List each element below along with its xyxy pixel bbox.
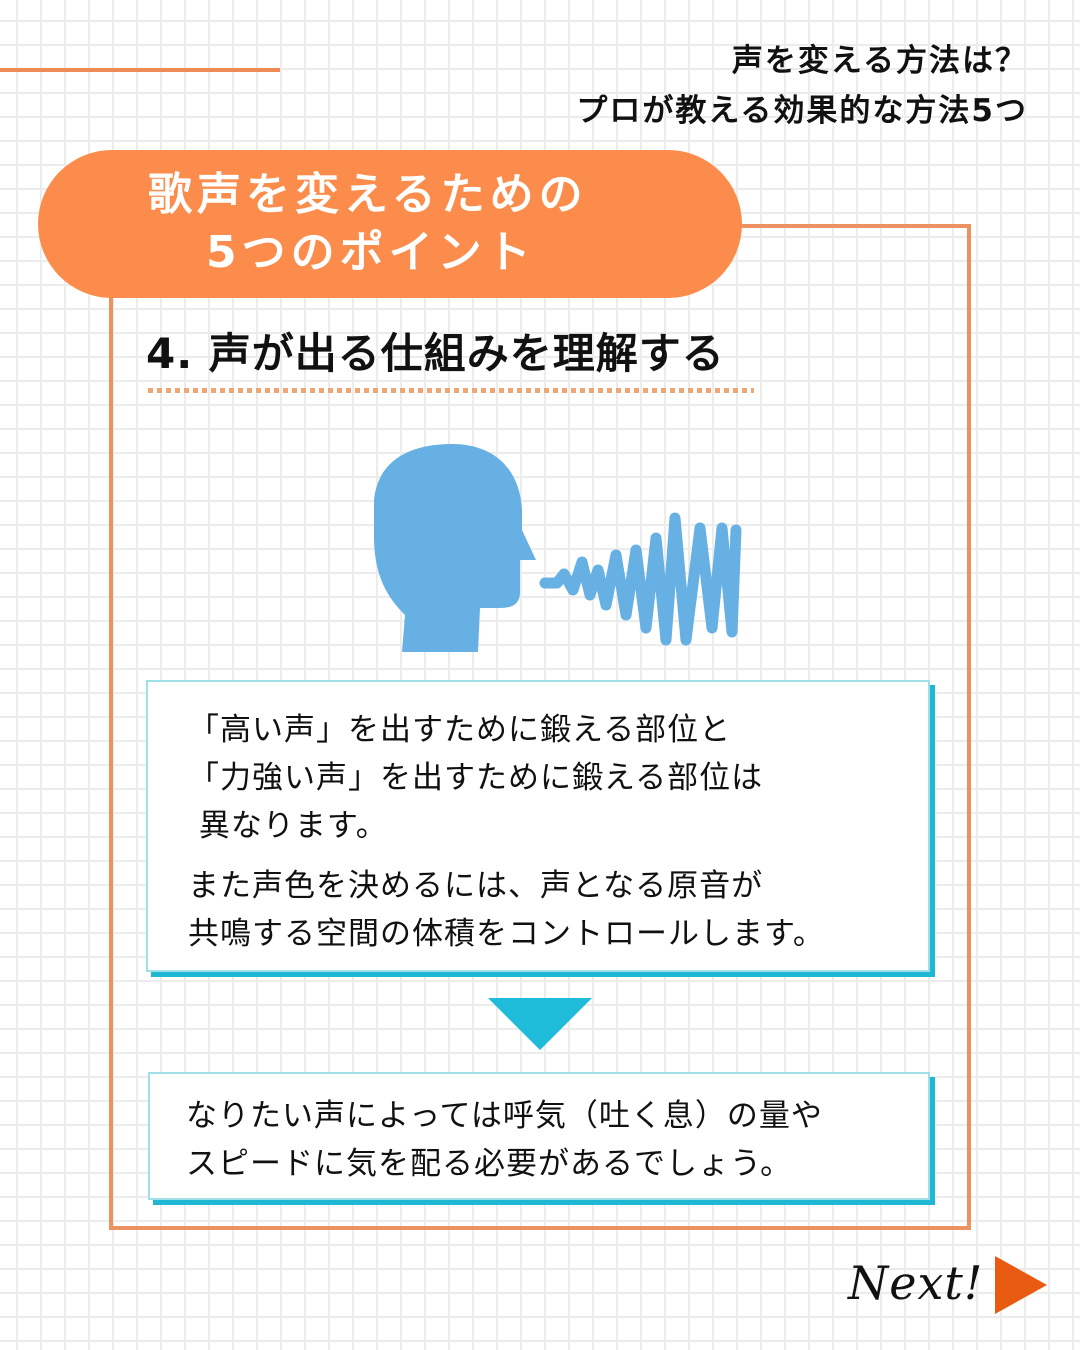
info-paragraph-2: また声色を決めるには、声となる原音が 共鳴する空間の体積をコントロールします。: [188, 868, 825, 952]
banner-pill: 歌声を変えるための 5つのポイント: [38, 150, 742, 298]
banner-line2: 5つのポイント: [206, 227, 536, 278]
page-title-line1: 声を変える方法は？: [731, 43, 1028, 79]
info-box-mechanism: 「高い声」を出すために鍛える部位と 「力強い声」を出すために鍛える部位は 異なり…: [146, 680, 930, 972]
banner-line1: 歌声を変えるための: [148, 169, 588, 220]
info-paragraph-1: 「高い声」を出すために鍛える部位と 「力強い声」を出すために鍛える部位は 異なり…: [188, 712, 764, 844]
dotted-underline: [148, 388, 754, 393]
top-accent-rule: [0, 68, 280, 72]
info-box-breath: なりたい声によっては呼気（吐く息）の量や スピードに気を配る必要があるでしょう。: [148, 1072, 930, 1200]
head-silhouette-icon: [374, 444, 536, 652]
page-title-line2: プロが教える効果的な方法5つ: [576, 93, 1028, 129]
play-triangle-icon[interactable]: [995, 1256, 1047, 1314]
sound-wave-icon: [539, 512, 742, 646]
next-link[interactable]: Next!: [848, 1256, 984, 1310]
info-paragraph-3: なりたい声によっては呼気（吐く息）の量や スピードに気を配る必要があるでしょう。: [186, 1098, 823, 1182]
down-triangle-icon: [488, 998, 592, 1050]
speaking-head-with-sound-wave-icon: [370, 440, 750, 655]
section-heading: 4. 声が出る仕組みを理解する: [146, 329, 725, 378]
page-title: 声を変える方法は？ プロが教える効果的な方法5つ: [576, 36, 1028, 136]
